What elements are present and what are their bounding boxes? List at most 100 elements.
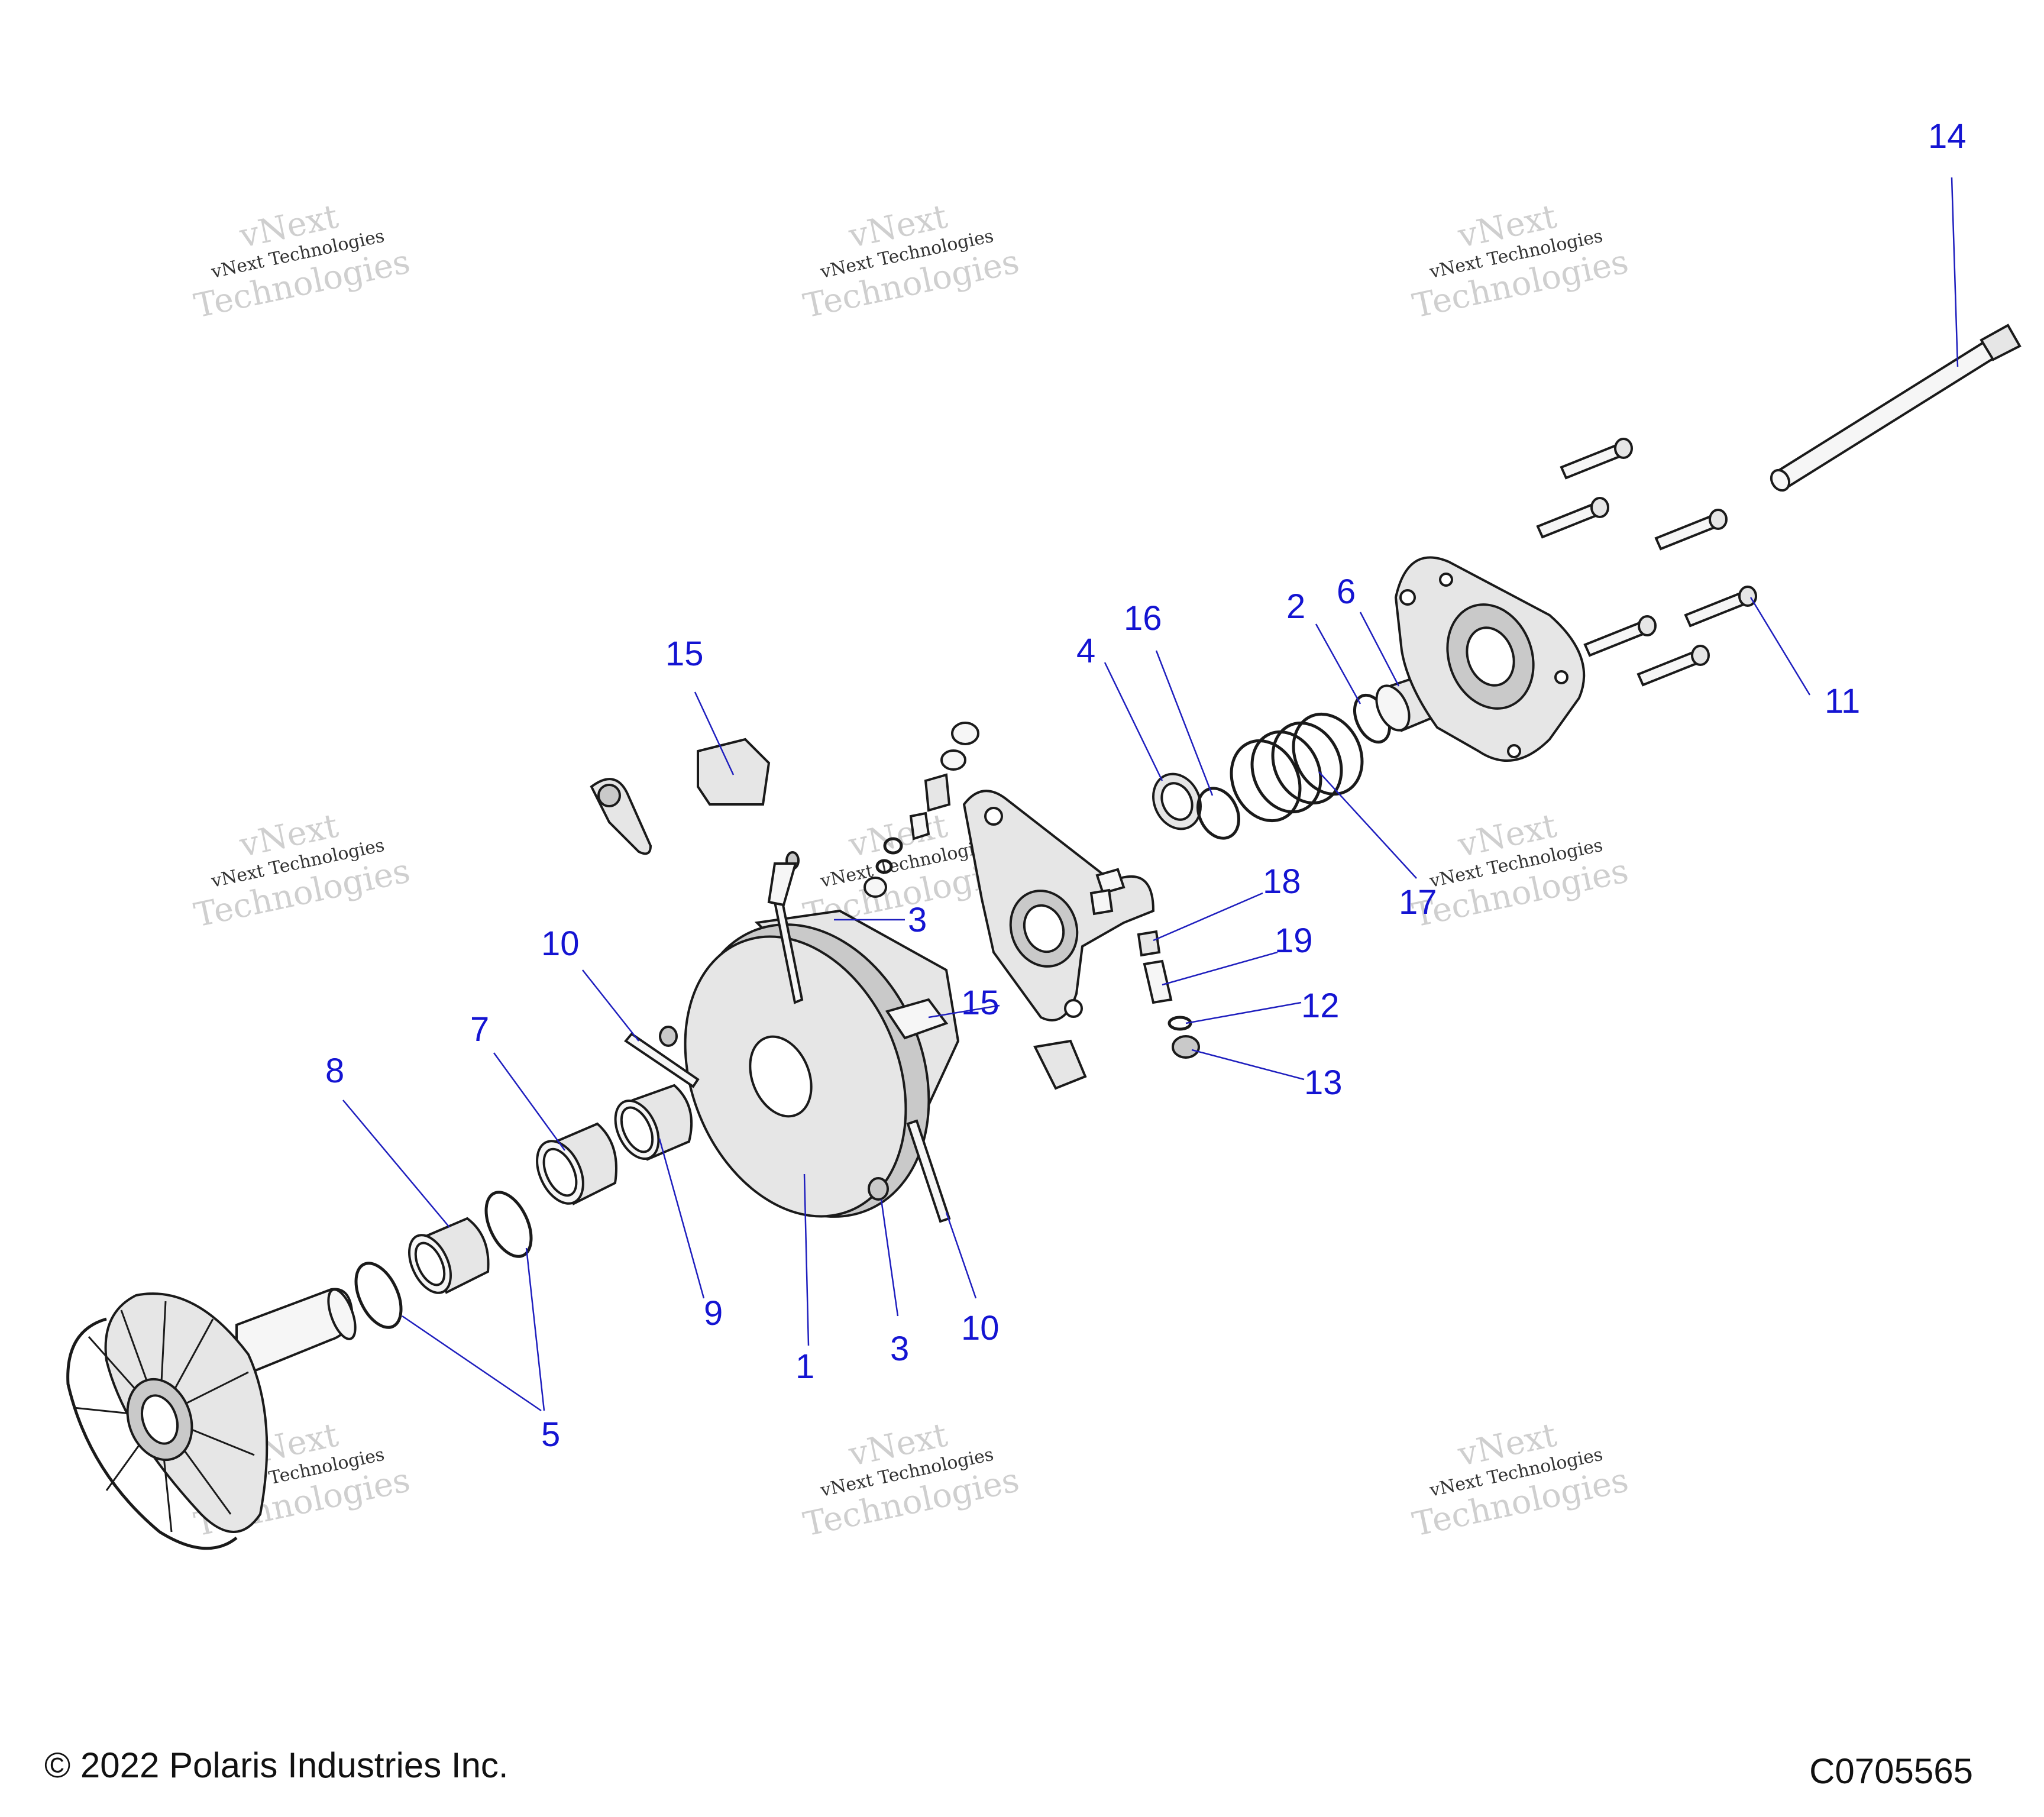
nut-3-small: [659, 1026, 678, 1047]
leader-8: [342, 1100, 450, 1228]
leader-9: [658, 1138, 705, 1299]
callout-10-upper: 10: [541, 924, 580, 963]
callout-5: 5: [541, 1415, 560, 1454]
bolt-d-head: [1738, 586, 1757, 607]
sheave-bore: [749, 1035, 813, 1118]
bushing-18: [1137, 930, 1161, 957]
watermark-mid-left: vNext vNext Technologies Technologies: [191, 807, 413, 935]
leader-5b: [525, 1247, 545, 1411]
watermark-bottom-right: vNext vNext Technologies Technologies: [1409, 1416, 1632, 1544]
washer-a: [883, 837, 903, 855]
callout-18: 18: [1263, 862, 1301, 901]
washer-b: [875, 859, 893, 874]
movable-sheave-1: [684, 909, 960, 1218]
fixed-sheave-with-shaft: [66, 1288, 357, 1550]
leader-16: [1155, 650, 1214, 796]
bolts-11: [1536, 438, 1757, 687]
seal-ring-5a: [354, 1262, 403, 1329]
leader-18: [1153, 892, 1263, 942]
roller-assembly: [1033, 1039, 1087, 1090]
washer-12: [1167, 1016, 1192, 1031]
leader-3-lower: [880, 1199, 899, 1317]
watermark-bottom-center: vNext vNext Technologies Technologies: [800, 1416, 1023, 1544]
callout-3-lower: 3: [890, 1330, 909, 1368]
leader-10-lower: [945, 1212, 977, 1299]
leader-lines: [342, 177, 1959, 1412]
leader-19: [1162, 951, 1278, 986]
bolt-e-head: [1638, 615, 1657, 636]
leader-11: [1749, 597, 1811, 696]
small-spacer: [1089, 888, 1114, 916]
leader-17: [1318, 771, 1417, 879]
callout-17: 17: [1399, 883, 1437, 922]
leader-14: [1951, 177, 1959, 367]
leader-13: [1191, 1049, 1305, 1081]
roller-window-15: [885, 998, 949, 1040]
seal-ring-5b: [484, 1191, 533, 1258]
callout-14: 14: [1928, 117, 1967, 156]
bolt-10-lower: [906, 1119, 951, 1223]
leader-10-upper: [582, 969, 639, 1042]
bushing-9: [614, 1084, 693, 1161]
cam-arm-pivot: [597, 784, 621, 807]
leader-7: [493, 1052, 566, 1151]
roller-weight-15: [697, 738, 771, 806]
pin-10-upper: [624, 1032, 700, 1088]
copyright-notice: © 2022 Polaris Industries Inc.: [44, 1745, 509, 1785]
bushing-7: [536, 1122, 617, 1205]
roller-sleeve: [924, 773, 951, 812]
watermark-top-center: vNext vNext Technologies Technologies: [800, 198, 1023, 326]
bushing-8: [408, 1217, 490, 1294]
diagram-code: C0705565: [1809, 1751, 1973, 1791]
pin-19: [1143, 959, 1173, 1004]
button-1: [951, 722, 979, 745]
bolt-c-head: [1709, 509, 1728, 530]
spider-bracket: [962, 790, 1155, 1021]
button-2: [940, 749, 966, 771]
callout-8: 8: [325, 1052, 344, 1090]
roller-cap: [863, 877, 887, 898]
bolt-f-head: [1691, 645, 1710, 666]
parts-layer: [66, 324, 2022, 1550]
cover-plate: [1394, 556, 1586, 762]
fan-sheave-rim: [66, 1317, 238, 1550]
callout-9: 9: [704, 1294, 723, 1333]
bolt-a-head: [1614, 438, 1633, 459]
leader-15-upper: [694, 691, 735, 775]
leader-5a: [402, 1315, 542, 1412]
callout-19: 19: [1275, 922, 1313, 960]
leader-6: [1359, 612, 1400, 687]
callout-3-upper: 3: [908, 901, 927, 939]
leader-15-lower: [928, 1004, 1000, 1019]
ring-16: [1196, 787, 1240, 840]
callout-1: 1: [795, 1347, 814, 1386]
watermark-top-right: vNext vNext Technologies Technologies: [1409, 198, 1632, 326]
callout-12: 12: [1301, 987, 1340, 1025]
callout-7: 7: [470, 1010, 489, 1049]
callout-16: 16: [1124, 599, 1162, 638]
callout-6: 6: [1337, 573, 1356, 611]
thrust-washer-4: [1152, 772, 1202, 830]
spring-17: [1230, 712, 1364, 823]
leader-2: [1315, 623, 1361, 704]
sheave-bore: [141, 1394, 179, 1445]
callout-10-lower: 10: [961, 1309, 1000, 1347]
leader-1: [803, 1173, 810, 1346]
callout-11: 11: [1825, 682, 1860, 720]
callout-15-lower: 15: [961, 984, 1000, 1022]
bolt-b-head: [1590, 497, 1609, 518]
callout-15-upper: 15: [665, 635, 704, 673]
roller-pin: [909, 811, 930, 840]
long-bolt-14: [1770, 324, 2022, 492]
small-cap: [1095, 868, 1126, 895]
callout-2: 2: [1286, 587, 1305, 626]
leader-12: [1185, 1001, 1302, 1024]
shaft-end: [327, 1288, 357, 1340]
leader-4: [1104, 662, 1163, 781]
pin-shaft-short: [767, 862, 797, 907]
callout-13: 13: [1304, 1063, 1343, 1102]
callout-4: 4: [1076, 632, 1095, 670]
watermark-top-left: vNext vNext Technologies Technologies: [191, 198, 413, 326]
callout-numbers: 1 2 3 3 4 5 6 7 8 9 10 10 11 12 13 14 15…: [325, 117, 1967, 1454]
